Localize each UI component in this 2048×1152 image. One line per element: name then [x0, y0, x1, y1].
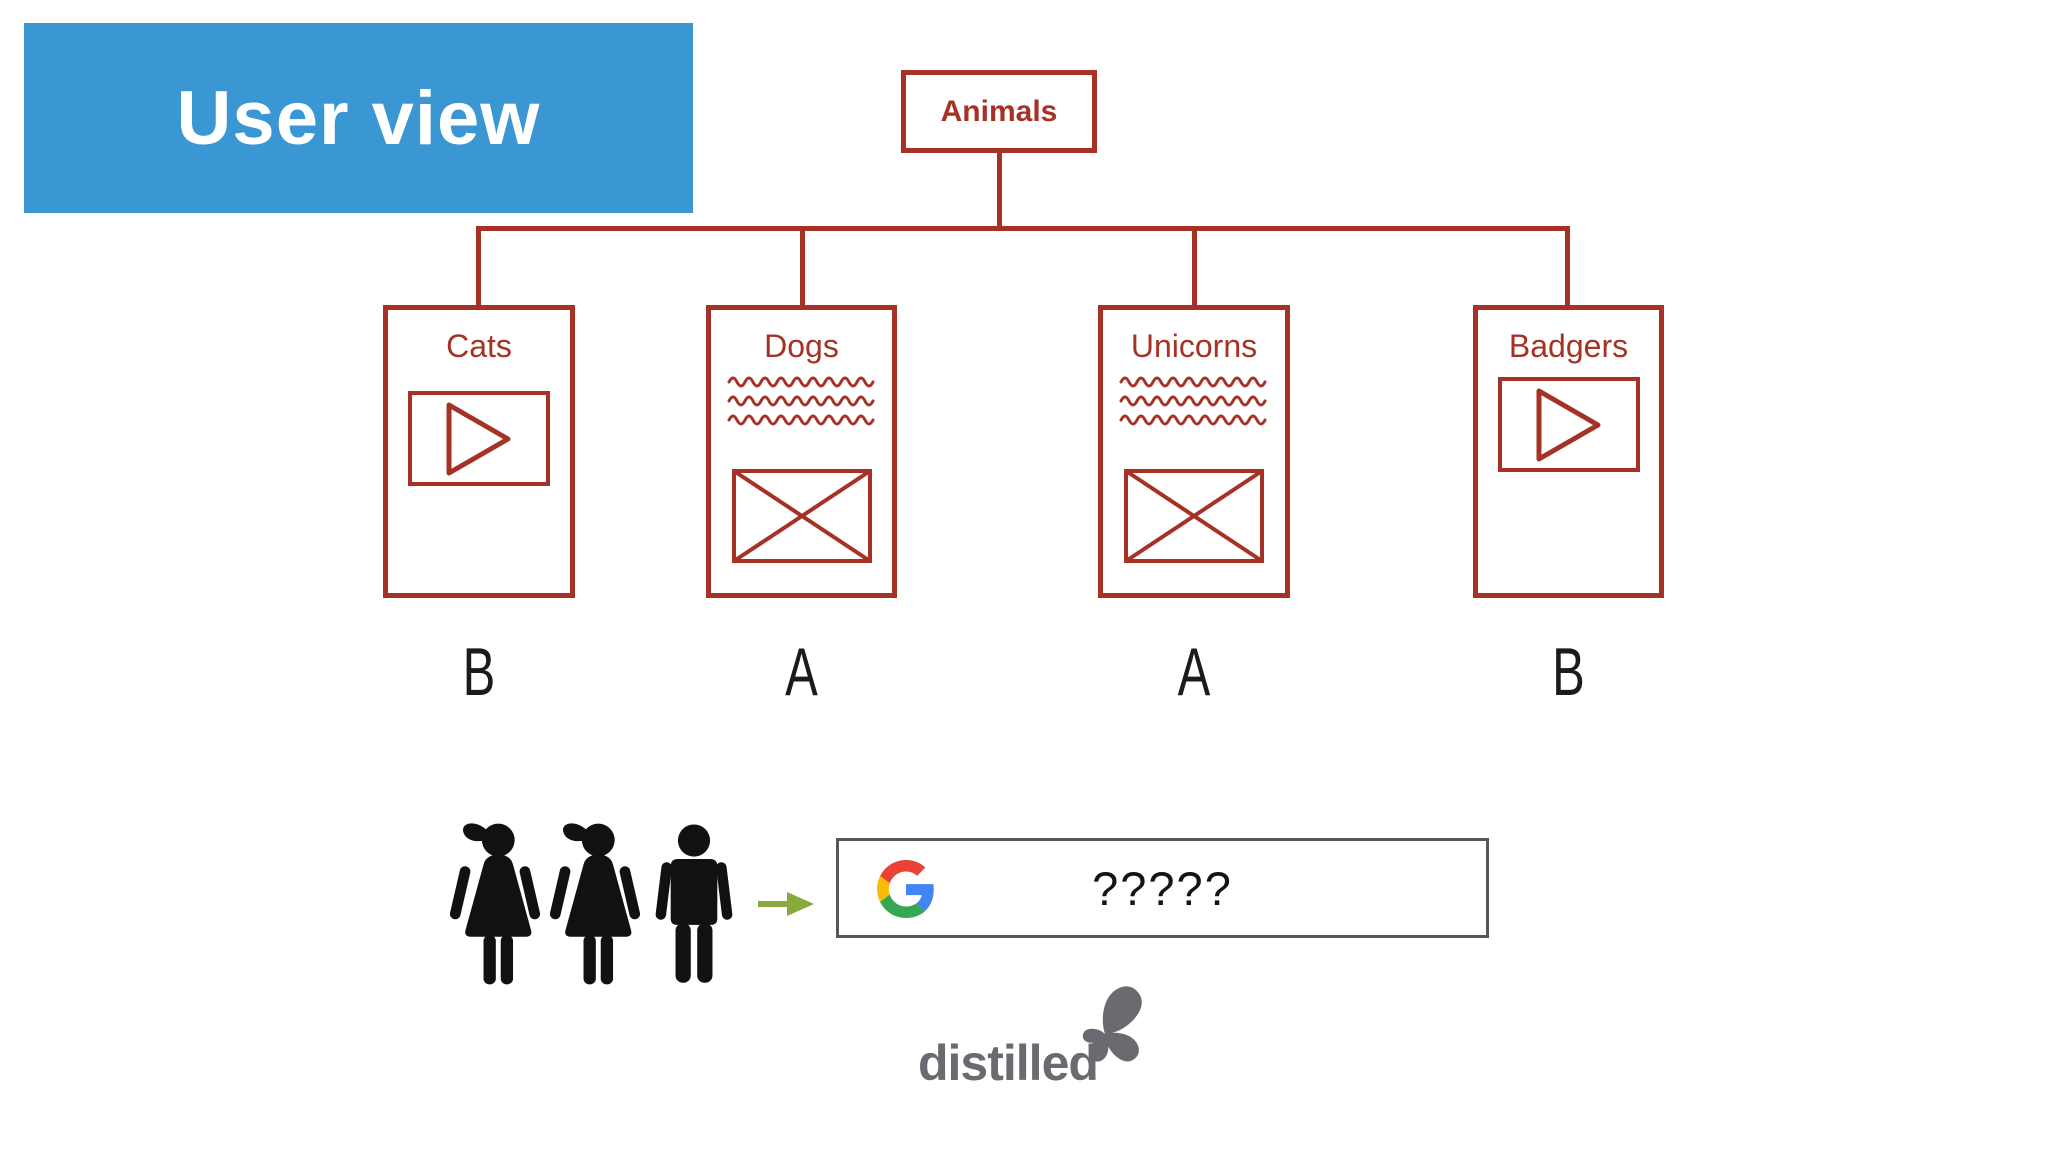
node-card-badgers: Badgers — [1473, 305, 1664, 598]
root-node: Animals — [901, 70, 1097, 153]
group-letter-dogs: A — [785, 634, 818, 710]
image-x-placeholder — [731, 469, 872, 563]
right-arrow-icon — [757, 889, 815, 924]
brand-logo: distilled — [918, 986, 1149, 1122]
connector-root-stem — [997, 153, 1002, 229]
group-letter-cats: B — [462, 634, 496, 710]
image-x-placeholder — [1124, 469, 1264, 563]
node-label: Unicorns — [1130, 328, 1258, 364]
google-g-logo — [877, 860, 934, 918]
connector-drop-badgers — [1565, 226, 1570, 307]
connector-horizontal-bar — [476, 226, 1570, 231]
connector-drop-cats — [476, 226, 481, 307]
female-person-icon — [549, 823, 641, 985]
search-query[interactable]: ????? — [1092, 861, 1233, 915]
connector-drop-dogs — [800, 226, 805, 307]
root-node-label: Animals — [940, 94, 1058, 128]
text-squiggles-icon — [1119, 376, 1267, 426]
video-placeholder — [408, 391, 550, 486]
connector-drop-unicorns — [1192, 226, 1197, 307]
splat-icon — [1082, 986, 1149, 1067]
node-card-dogs: Dogs — [706, 305, 897, 598]
slide-title: User view — [176, 75, 541, 161]
node-card-cats: Cats — [383, 305, 575, 598]
group-letter-badgers: B — [1552, 634, 1585, 710]
search-box[interactable]: ????? — [836, 838, 1489, 938]
male-person-icon — [655, 824, 733, 983]
node-card-unicorns: Unicorns — [1098, 305, 1290, 598]
title-banner: User view — [24, 23, 693, 213]
text-squiggles-icon — [727, 376, 874, 426]
group-letter-unicorns: A — [1177, 634, 1211, 710]
brand-wordmark: distilled — [918, 1035, 1099, 1091]
users-group — [449, 822, 739, 986]
node-label: Cats — [446, 328, 512, 364]
node-label: Badgers — [1508, 328, 1629, 364]
female-person-icon — [449, 823, 541, 985]
video-placeholder — [1497, 377, 1640, 472]
play-icon — [446, 402, 511, 475]
play-icon — [1536, 388, 1600, 461]
node-label: Dogs — [764, 328, 839, 364]
